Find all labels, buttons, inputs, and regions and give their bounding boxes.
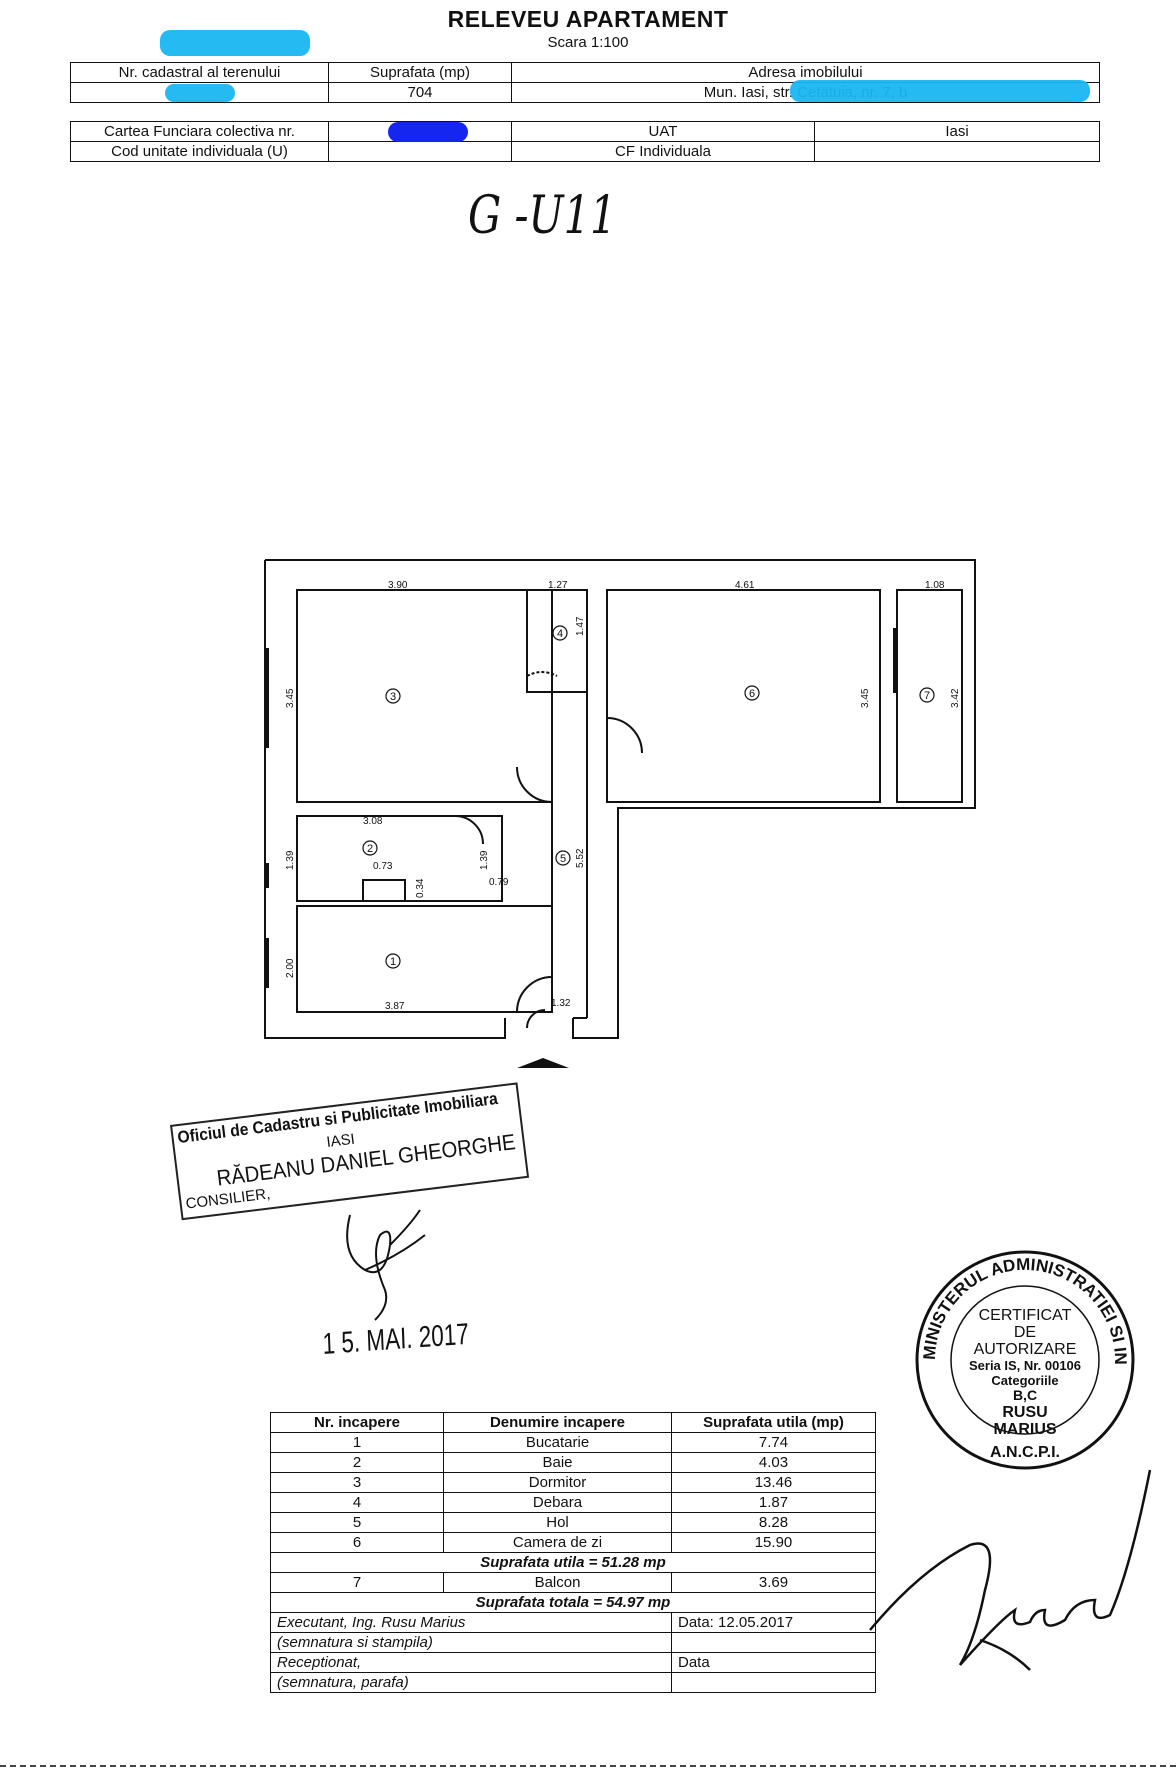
receptionat-signature-note: (semnatura, parafa) bbox=[270, 1672, 672, 1693]
executant-date: Data: 12.05.2017 bbox=[671, 1612, 876, 1633]
dim-label: 3.42 bbox=[950, 688, 961, 708]
dim-label: 1.39 bbox=[479, 850, 490, 870]
unit-value bbox=[328, 141, 512, 162]
redaction-mark bbox=[160, 30, 310, 56]
dim-label: 2.00 bbox=[285, 958, 296, 978]
outer-wall bbox=[264, 560, 506, 1039]
grand-total-row: Suprafata totala = 54.97 mp bbox=[270, 1592, 876, 1613]
room-4-outline bbox=[526, 589, 588, 693]
cf-table: Cartea Funciara colectiva nr. UAT Iasi C… bbox=[70, 121, 1100, 162]
outer-wall bbox=[265, 559, 976, 1039]
surface-value: 704 bbox=[328, 82, 512, 103]
room-3-outline bbox=[296, 589, 553, 803]
table-row: 2 Baie 4.03 bbox=[270, 1452, 876, 1473]
seal-ring-bottom: A.N.C.P.I. bbox=[990, 1444, 1060, 1461]
cf-individual-value bbox=[814, 141, 1100, 162]
svg-text:AUTORIZARE: AUTORIZARE bbox=[974, 1341, 1077, 1358]
dim-label: 4.61 bbox=[735, 580, 755, 591]
rooms-table: Nr. incapere Denumire incapere Suprafata… bbox=[270, 1412, 876, 1693]
svg-text:MARIUS: MARIUS bbox=[993, 1421, 1056, 1438]
dim-label: 1.32 bbox=[551, 998, 571, 1009]
unit-label: Cod unitate individuala (U) bbox=[70, 141, 329, 162]
surface-label: Suprafata (mp) bbox=[328, 62, 512, 83]
svg-text:1: 1 bbox=[390, 956, 396, 968]
handwritten-unit-code: G -U11 bbox=[468, 186, 617, 246]
svg-text:B,C: B,C bbox=[1013, 1387, 1037, 1403]
dim-label: 0.79 bbox=[489, 877, 509, 888]
room-1-outline bbox=[296, 905, 553, 1013]
uat-label: UAT bbox=[511, 121, 815, 142]
dim-label: 1.39 bbox=[285, 850, 296, 870]
redaction-mark bbox=[165, 84, 235, 102]
col-header-nr: Nr. incapere bbox=[270, 1412, 444, 1433]
dim-label: 0.73 bbox=[373, 861, 393, 872]
dim-label: 0.34 bbox=[415, 878, 426, 898]
dim-label: 3.45 bbox=[860, 688, 871, 708]
uat-value: Iasi bbox=[814, 121, 1100, 142]
cadastral-label: Nr. cadastral al terenului bbox=[70, 62, 329, 83]
room-marker-7: 7 bbox=[919, 687, 935, 703]
dim-label: 3.90 bbox=[388, 580, 408, 591]
signature-consilier bbox=[346, 1209, 426, 1321]
dim-label: 3.45 bbox=[285, 688, 296, 708]
dim-label: 3.87 bbox=[385, 1001, 405, 1012]
svg-text:Categoriile: Categoriile bbox=[991, 1373, 1058, 1388]
floor-plan: 3.90 1.27 4.61 1.08 1.47 3.45 3.45 3.42 … bbox=[264, 559, 976, 1068]
table-row: 1 Bucatarie 7.74 bbox=[270, 1432, 876, 1453]
entrance-arrow-icon bbox=[517, 1058, 569, 1068]
redaction-mark bbox=[388, 122, 468, 142]
dim-label: 1.47 bbox=[575, 616, 586, 636]
svg-text:5: 5 bbox=[560, 853, 566, 865]
executant-label: Executant, Ing. Rusu Marius bbox=[270, 1612, 672, 1633]
table-row: 7 Balcon 3.69 bbox=[270, 1572, 876, 1593]
table-row: 4 Debara 1.87 bbox=[270, 1492, 876, 1513]
room-6-outline bbox=[606, 589, 881, 803]
page-bottom-border bbox=[0, 1765, 1176, 1769]
svg-text:Seria IS, Nr. 00106: Seria IS, Nr. 00106 bbox=[969, 1358, 1081, 1373]
svg-text:6: 6 bbox=[749, 688, 755, 700]
authorization-seal: MINISTERUL ADMINISTRATIEI SI INTERNELOR … bbox=[910, 1245, 1135, 1470]
dim-label: 5.52 bbox=[575, 848, 586, 868]
col-header-area: Suprafata utila (mp) bbox=[671, 1412, 876, 1433]
room-marker-2: 2 bbox=[362, 840, 378, 856]
table-row: 5 Hol 8.28 bbox=[270, 1512, 876, 1533]
svg-text:RUSU: RUSU bbox=[1002, 1404, 1047, 1421]
room-marker-3: 3 bbox=[385, 688, 401, 704]
svg-text:4: 4 bbox=[557, 628, 563, 640]
dim-label: 3.08 bbox=[363, 816, 383, 827]
room-7-outline bbox=[896, 589, 963, 803]
svg-text:DE: DE bbox=[1014, 1324, 1036, 1341]
dim-label: 1.08 bbox=[925, 580, 945, 591]
document-title: RELEVEU APARTAMENT bbox=[447, 6, 729, 32]
svg-text:7: 7 bbox=[924, 690, 930, 702]
room-2-outline bbox=[296, 815, 503, 902]
cf-individual-label: CF Individuala bbox=[511, 141, 815, 162]
scale-label: Scara 1:100 bbox=[547, 34, 629, 51]
dim-label: 1.27 bbox=[548, 580, 568, 591]
table-row: 3 Dormitor 13.46 bbox=[270, 1472, 876, 1493]
room-marker-5: 5 bbox=[555, 850, 571, 866]
svg-text:CERTIFICAT: CERTIFICAT bbox=[979, 1307, 1072, 1324]
room-marker-1: 1 bbox=[385, 953, 401, 969]
col-header-name: Denumire incapere bbox=[443, 1412, 672, 1433]
svg-text:3: 3 bbox=[390, 691, 396, 703]
signature-executant bbox=[869, 1469, 1152, 1671]
room-marker-6: 6 bbox=[744, 685, 760, 701]
receptionat-label: Receptionat, bbox=[270, 1652, 672, 1673]
useful-total-row: Suprafata utila = 51.28 mp bbox=[270, 1552, 876, 1573]
receptionat-date: Data bbox=[671, 1652, 876, 1673]
cf-label: Cartea Funciara colectiva nr. bbox=[70, 121, 329, 142]
redaction-mark bbox=[790, 80, 1090, 102]
executant-signature-note: (semnatura si stampila) bbox=[270, 1632, 672, 1653]
svg-text:2: 2 bbox=[367, 843, 373, 855]
room-marker-4: 4 bbox=[552, 625, 568, 641]
table-row: 6 Camera de zi 15.90 bbox=[270, 1532, 876, 1553]
